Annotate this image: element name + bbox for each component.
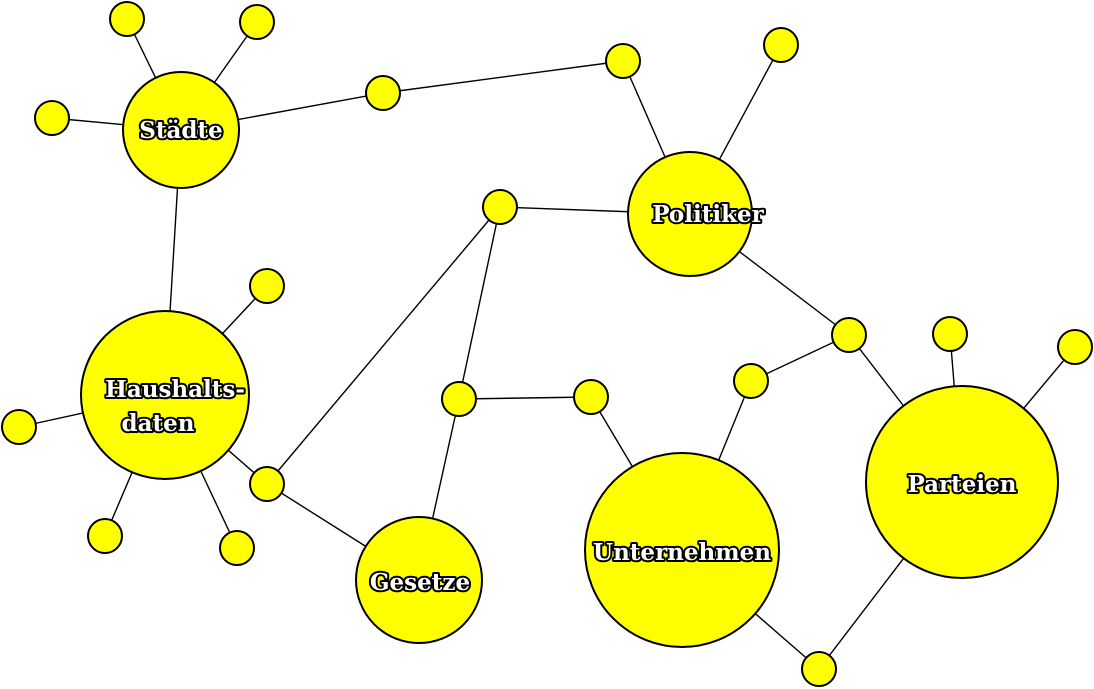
small-node[interactable] <box>573 379 609 415</box>
small-node[interactable] <box>733 363 769 399</box>
small-node[interactable] <box>801 651 837 687</box>
small-node[interactable] <box>34 100 70 136</box>
node-politiker[interactable]: Politiker <box>627 151 767 277</box>
node-haushaltsdaten-label-line2: daten <box>122 410 195 437</box>
small-node[interactable] <box>763 27 799 63</box>
edge <box>458 396 592 400</box>
edge <box>458 206 501 400</box>
node-politiker-circle <box>627 151 753 277</box>
node-unternehmen-circle <box>584 452 780 648</box>
node-staedte-circle <box>122 71 240 189</box>
node-haushaltsdaten-label-line1: Haushalts- <box>105 376 245 403</box>
node-gesetze-label: Gesetze <box>370 569 470 596</box>
small-node[interactable] <box>87 518 123 554</box>
small-node[interactable] <box>109 1 145 37</box>
small-node[interactable] <box>932 316 968 352</box>
node-unternehmen[interactable]: Unternehmen <box>584 452 780 648</box>
edge <box>750 334 850 382</box>
node-parteien-circle <box>865 385 1059 579</box>
small-node[interactable] <box>365 75 401 111</box>
small-node[interactable] <box>831 317 867 353</box>
edge <box>382 60 624 94</box>
node-parteien[interactable]: Parteien <box>865 385 1059 579</box>
node-parteien-label: Parteien <box>907 471 1016 498</box>
node-staedte-label: Städte <box>139 117 222 144</box>
node-gesetze[interactable]: Gesetze <box>355 516 483 644</box>
small-node[interactable] <box>1 409 37 445</box>
node-unternehmen-label: Unternehmen <box>593 539 771 566</box>
node-gesetze-circle <box>355 516 483 644</box>
small-node[interactable] <box>219 530 255 566</box>
node-staedte[interactable]: Städte <box>122 71 240 189</box>
small-node[interactable] <box>605 43 641 79</box>
node-politiker-label: Politiker <box>652 201 764 228</box>
small-node[interactable] <box>239 4 275 40</box>
edge <box>266 206 501 485</box>
small-node[interactable] <box>249 268 285 304</box>
node-haushaltsdaten[interactable]: Haushalts- daten <box>80 310 250 480</box>
small-node[interactable] <box>1057 329 1093 365</box>
node-haushaltsdaten-circle <box>80 310 250 480</box>
small-node[interactable] <box>482 189 518 225</box>
small-node[interactable] <box>249 466 285 502</box>
small-node[interactable] <box>441 381 477 417</box>
